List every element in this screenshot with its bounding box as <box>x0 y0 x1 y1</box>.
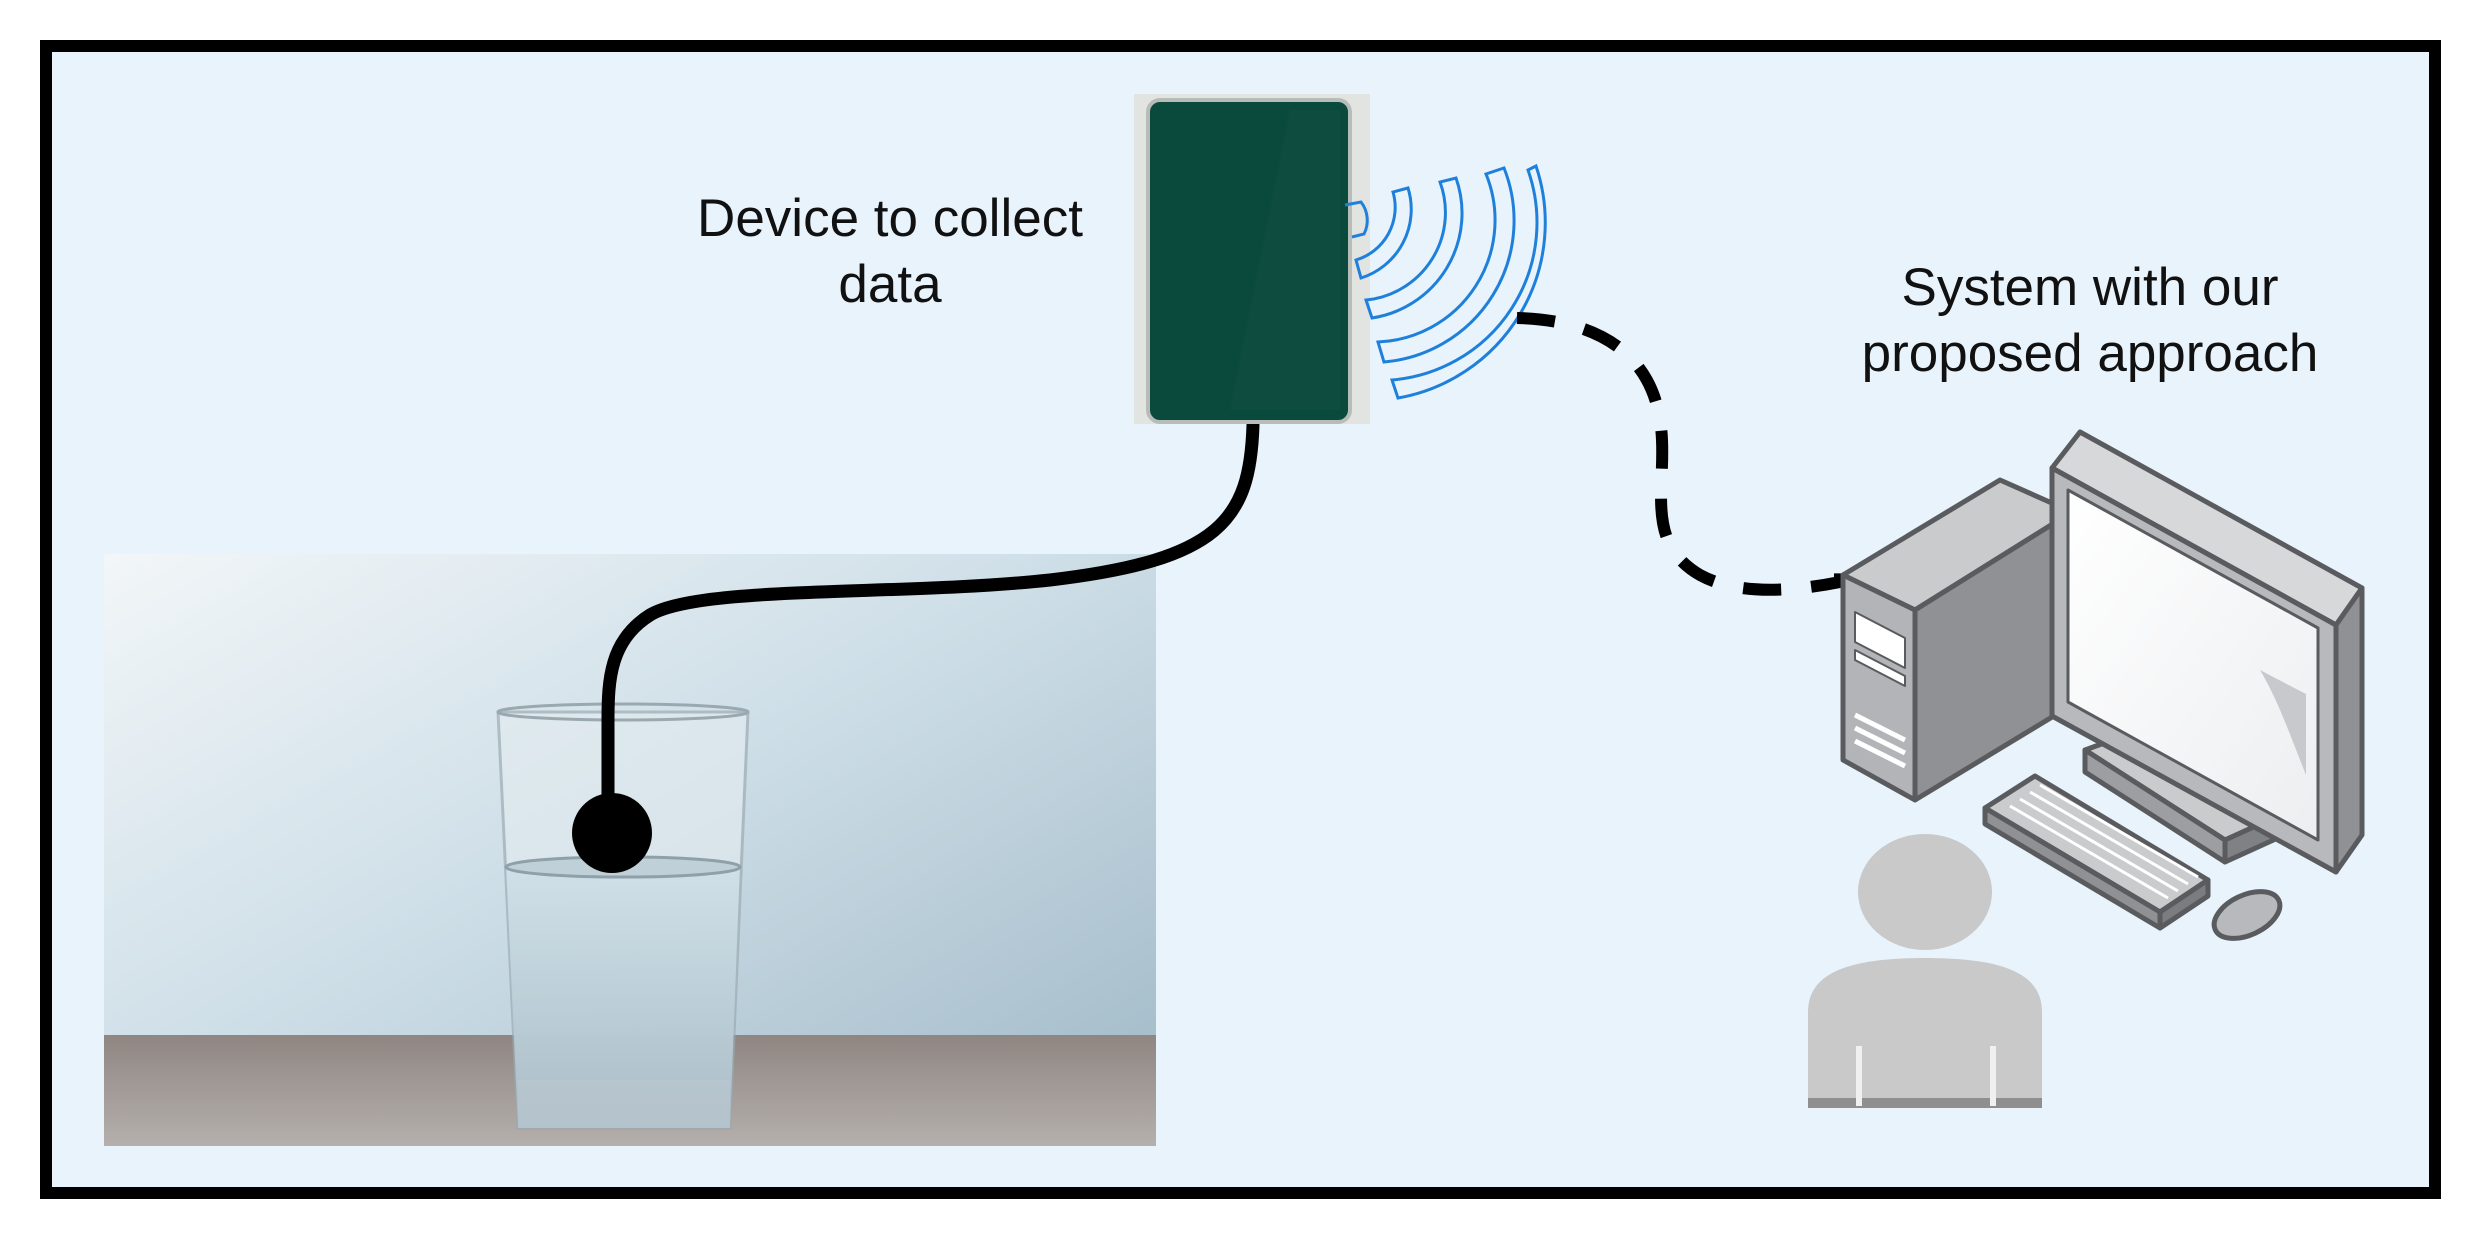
user-silhouette-icon <box>1808 834 2042 1108</box>
desktop-computer-icon <box>1840 429 2365 941</box>
sensor-device-icon <box>1134 94 1370 424</box>
device-label-line2: data <box>838 255 942 314</box>
system-label-line1: System with our <box>1901 258 2279 317</box>
system-label: System with our proposed approach <box>1780 255 2400 387</box>
device-label-line1: Device to collect <box>697 189 1083 248</box>
water-glass-photo <box>104 554 1156 1146</box>
device-label: Device to collect data <box>640 186 1140 318</box>
wireless-link <box>1516 312 1846 596</box>
sensor-probe <box>572 793 652 873</box>
system-label-line2: proposed approach <box>1861 324 2319 383</box>
wireless-signal-icon <box>1344 163 1547 400</box>
sensor-cable <box>601 418 1260 842</box>
